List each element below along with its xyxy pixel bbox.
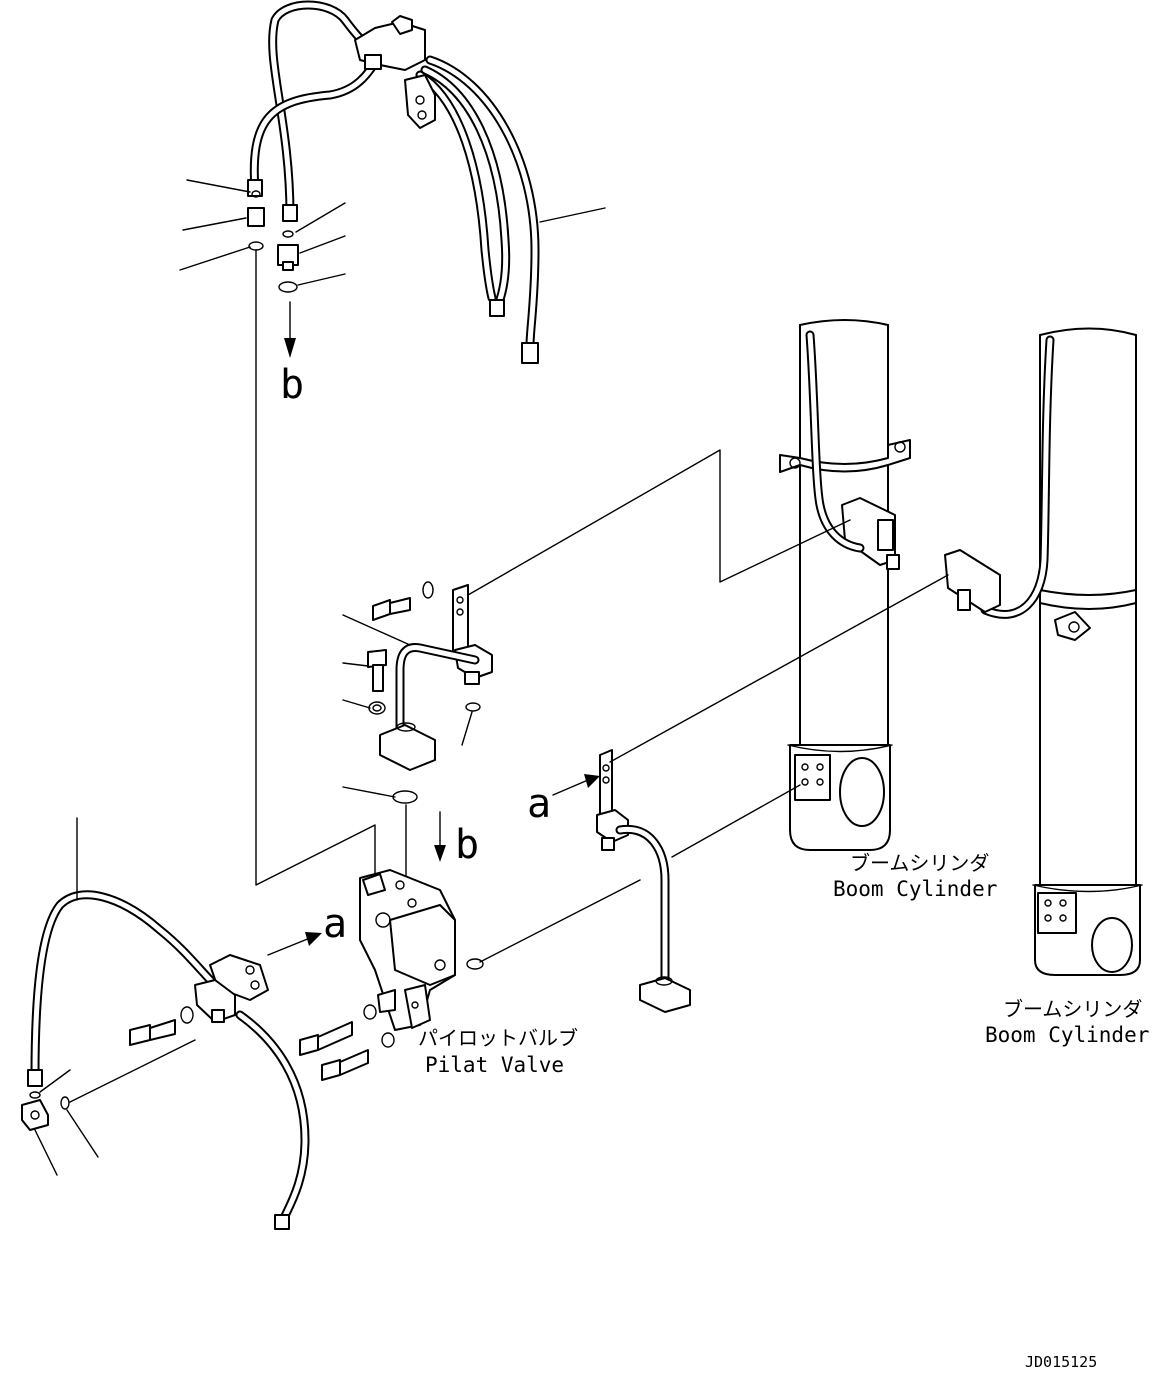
lower-left-hose-assembly (21, 817, 395, 1230)
pilot-valve (359, 869, 484, 1031)
top-hose-assembly (179, 0, 606, 364)
boom-cylinder-2-label-jp: ブームシリンダ (1003, 997, 1142, 1021)
marker-b-center: b (455, 822, 479, 868)
boom-cylinder-1-label-jp: ブームシリンダ (850, 851, 989, 875)
pilot-valve-label-jp: パイロットバルブ (418, 1026, 578, 1050)
connection-line-b (255, 249, 376, 889)
boom-cylinder-2 (944, 327, 1143, 976)
connection-line-valve-pipe (479, 879, 641, 963)
marker-a-pilot: a (323, 901, 347, 947)
arrow-a-left (267, 937, 311, 956)
boom-cylinder-1-label-en: Boom Cylinder (833, 877, 997, 901)
connection-line-pipe-cylinder (671, 784, 801, 858)
marker-a-pipe: a (527, 781, 551, 827)
pilot-valve-label-en: Pilat Valve (425, 1053, 564, 1077)
boom-cylinder-2-label-en: Boom Cylinder (985, 1023, 1149, 1047)
pipe-bracket-assembly (342, 449, 851, 883)
boom-cylinder-1 (779, 319, 911, 851)
cylinder-pipe-assembly (552, 574, 949, 1013)
drawing-id: JD015125 (1025, 1353, 1097, 1371)
marker-b-top: b (280, 362, 304, 408)
